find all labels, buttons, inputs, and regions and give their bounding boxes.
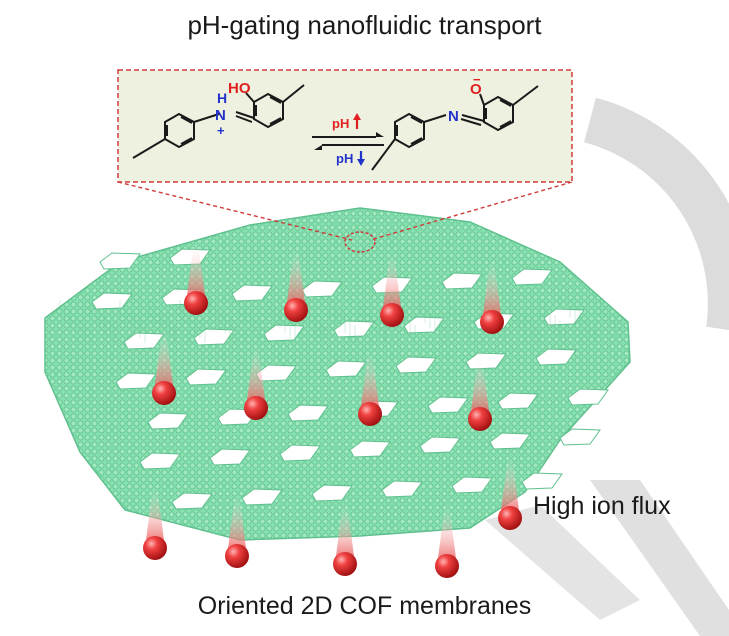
ion-sphere-icon bbox=[358, 352, 382, 426]
membrane-pore bbox=[263, 324, 305, 342]
membrane-pore bbox=[139, 452, 181, 470]
membrane-pore bbox=[349, 440, 391, 458]
benzene-ring-icon bbox=[253, 92, 284, 129]
membrane-pore bbox=[193, 328, 235, 346]
ion-sphere-icon bbox=[184, 241, 208, 315]
membrane-pore bbox=[231, 284, 273, 302]
membrane-pore bbox=[441, 272, 483, 290]
membrane-pore bbox=[279, 444, 321, 462]
membrane-pore bbox=[99, 252, 141, 270]
membrane-pore bbox=[511, 268, 553, 286]
right-o-label: O bbox=[470, 81, 482, 98]
high-ion-flux-label: High ion flux bbox=[533, 492, 671, 520]
benzene-ring-icon bbox=[483, 95, 514, 132]
membrane-pore bbox=[333, 320, 375, 338]
membrane-pore bbox=[241, 488, 283, 506]
ion-sphere-icon bbox=[380, 253, 404, 327]
left-molecule bbox=[132, 84, 305, 159]
zoom-callout bbox=[117, 181, 573, 253]
membrane-pore bbox=[115, 372, 157, 390]
cof-membrane bbox=[44, 207, 631, 541]
ion-group bbox=[143, 241, 522, 578]
ion-sphere-icon bbox=[435, 504, 459, 578]
watermark-logo bbox=[485, 97, 729, 636]
right-minus-label: − bbox=[473, 72, 481, 87]
membrane-pore bbox=[559, 428, 601, 446]
membrane-pore bbox=[403, 316, 445, 334]
membrane-pore bbox=[497, 392, 539, 410]
ion-sphere-icon bbox=[480, 260, 504, 334]
ion-sphere-icon bbox=[225, 494, 249, 568]
membrane-pore bbox=[123, 332, 165, 350]
membrane-pore bbox=[91, 292, 133, 310]
right-n-label: N bbox=[448, 108, 459, 125]
membrane-pore bbox=[535, 348, 577, 366]
membrane-pore bbox=[287, 404, 329, 422]
membrane-pore bbox=[419, 436, 461, 454]
ion-sphere-icon bbox=[333, 502, 357, 576]
membrane-pore bbox=[171, 492, 213, 510]
left-oh-label: HO bbox=[228, 80, 251, 97]
ion-sphere-icon bbox=[468, 357, 492, 431]
ph-up-arrow-icon bbox=[353, 113, 361, 129]
diagram-title: pH-gating nanofluidic transport bbox=[187, 10, 542, 40]
membrane-pore bbox=[489, 432, 531, 450]
membrane-caption: Oriented 2D COF membranes bbox=[197, 592, 532, 620]
membrane-pore bbox=[427, 396, 469, 414]
right-molecule bbox=[371, 85, 539, 171]
left-plus-label: + bbox=[217, 123, 225, 138]
ph-down-arrow-icon bbox=[357, 151, 365, 166]
membrane-pore bbox=[325, 360, 367, 378]
ion-sphere-icon bbox=[498, 456, 522, 530]
equilibrium-arrow-icon bbox=[312, 132, 384, 150]
reaction-inset: HO H N + O − N pH pH bbox=[117, 69, 573, 183]
membrane-pore bbox=[567, 388, 609, 406]
membrane-pore bbox=[543, 308, 585, 326]
membrane-pore bbox=[381, 480, 423, 498]
zoom-circle bbox=[344, 231, 376, 253]
membrane-pore bbox=[209, 448, 251, 466]
ion-sphere-icon bbox=[244, 346, 268, 420]
membrane-pore bbox=[301, 280, 343, 298]
membrane-pore bbox=[451, 476, 493, 494]
left-h-label: H bbox=[217, 90, 227, 106]
membrane-pore bbox=[521, 472, 563, 490]
ph-down-label: pH bbox=[336, 151, 353, 166]
membrane-pore bbox=[185, 368, 227, 386]
membrane-pore bbox=[147, 412, 189, 430]
membrane-pore bbox=[465, 352, 507, 370]
ion-sphere-icon bbox=[284, 248, 308, 322]
ion-sphere-icon bbox=[143, 486, 167, 560]
ion-sphere-icon bbox=[152, 331, 176, 405]
membrane-pore bbox=[395, 356, 437, 374]
membrane-pore bbox=[311, 484, 353, 502]
ph-up-label: pH bbox=[332, 116, 349, 131]
left-n-label: N bbox=[215, 107, 226, 124]
